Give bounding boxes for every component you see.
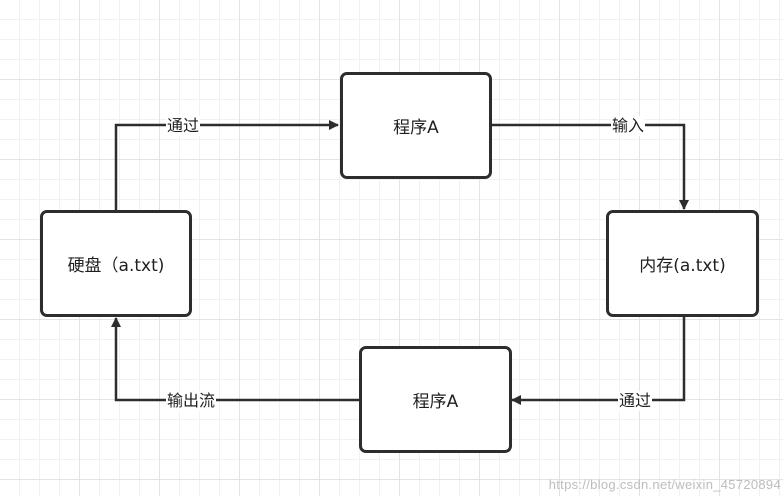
- node-program-a-top-label: 程序A: [393, 118, 439, 138]
- edge-label-bottom-to-left: 输出流: [166, 391, 217, 411]
- edge-top-to-right: [491, 123, 689, 210]
- watermark: https://blog.csdn.net/weixin_45720894: [548, 477, 781, 492]
- node-program-a-bottom-label: 程序A: [412, 392, 459, 412]
- edge-left-to-top: [114, 120, 339, 210]
- edge-right-to-bottom: [511, 316, 686, 405]
- edge-label-right-to-bottom: 通过: [618, 391, 653, 411]
- node-disk-label: 硬盘（a.txt): [67, 256, 165, 276]
- node-disk[interactable]: 硬盘（a.txt): [40, 210, 192, 317]
- edge-label-left-to-top: 通过: [166, 116, 201, 136]
- node-program-a-top[interactable]: 程序A: [340, 72, 492, 179]
- node-memory-label: 内存(a.txt): [639, 256, 726, 276]
- node-memory[interactable]: 内存(a.txt): [606, 210, 759, 317]
- edge-bottom-to-left: [111, 317, 359, 402]
- node-program-a-bottom[interactable]: 程序A: [359, 346, 512, 453]
- edge-label-top-to-right: 输入: [611, 116, 646, 136]
